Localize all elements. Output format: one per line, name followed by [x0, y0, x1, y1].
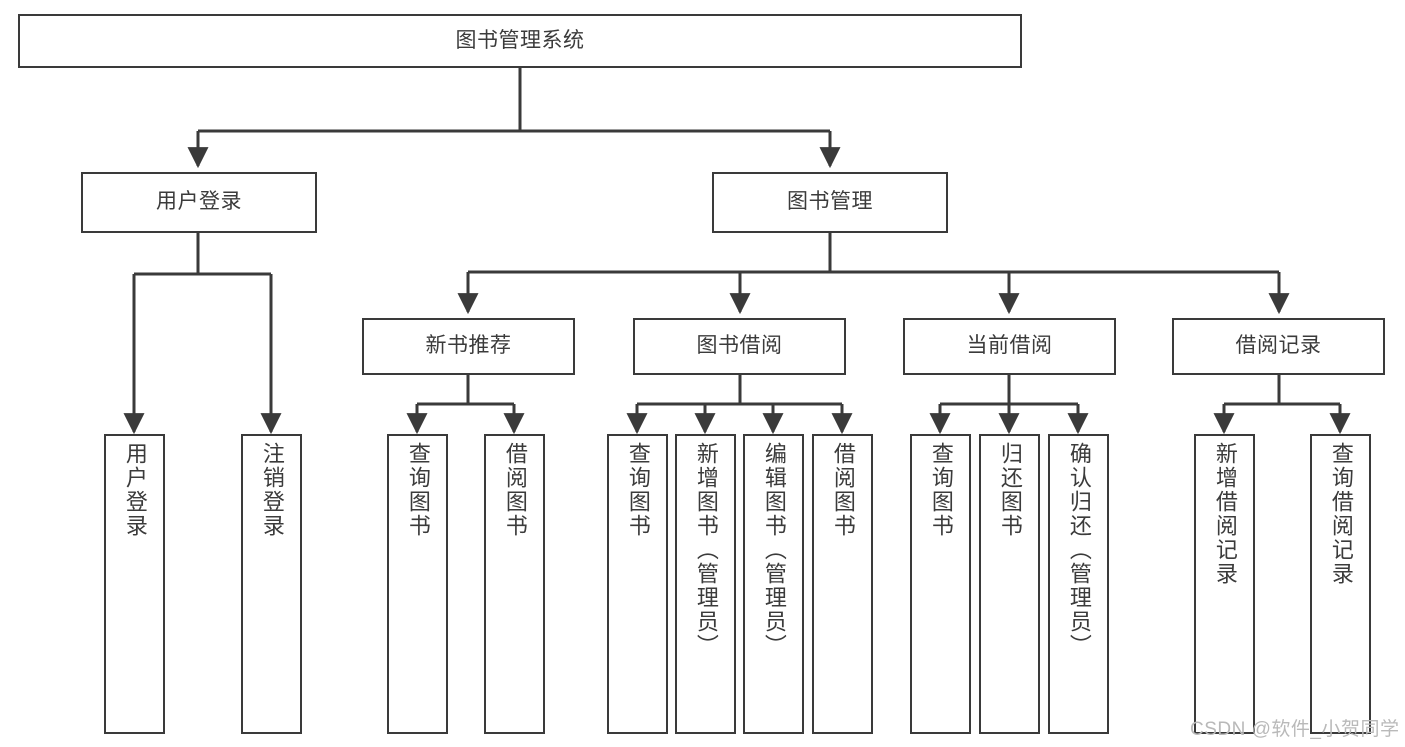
node-book-borrow[interactable]: 图书借阅 — [633, 318, 846, 375]
node-leaf-return-book[interactable]: 归还图书 — [979, 434, 1040, 734]
node-label: 归还图书 — [997, 442, 1023, 538]
watermark-text: CSDN @软件_小贺同学 — [1190, 719, 1400, 740]
node-label: 查询图书 — [928, 442, 954, 538]
node-leaf-add-record[interactable]: 新增借阅记录 — [1194, 434, 1255, 734]
node-book-manage[interactable]: 图书管理 — [712, 172, 948, 233]
node-label: 查询图书 — [405, 442, 431, 538]
node-user-login[interactable]: 用户登录 — [81, 172, 317, 233]
node-label: 用户登录 — [156, 190, 242, 214]
node-leaf-borrow-book-2[interactable]: 借阅图书 — [812, 434, 873, 734]
node-new-book-recommend[interactable]: 新书推荐 — [362, 318, 575, 375]
node-root-system[interactable]: 图书管理系统 — [18, 14, 1022, 68]
node-label: 新增图书（管理员） — [693, 442, 719, 658]
node-label: 查询借阅记录 — [1328, 442, 1354, 586]
node-label: 用户登录 — [122, 442, 148, 538]
node-label: 借阅图书 — [502, 442, 528, 538]
node-leaf-edit-book[interactable]: 编辑图书（管理员） — [743, 434, 804, 734]
node-leaf-user-login[interactable]: 用户登录 — [104, 434, 165, 734]
node-leaf-borrow-book-1[interactable]: 借阅图书 — [484, 434, 545, 734]
node-label: 当前借阅 — [966, 334, 1053, 358]
node-label: 借阅图书 — [830, 442, 856, 538]
node-label: 新书推荐 — [425, 334, 512, 358]
node-label: 编辑图书（管理员） — [761, 442, 787, 658]
node-label: 新增借阅记录 — [1212, 442, 1238, 586]
node-leaf-add-book[interactable]: 新增图书（管理员） — [675, 434, 736, 734]
node-label: 图书管理系统 — [455, 28, 585, 52]
node-leaf-logout-login[interactable]: 注销登录 — [241, 434, 302, 734]
node-label: 图书管理 — [787, 190, 873, 214]
node-label: 确认归还（管理员） — [1066, 442, 1092, 658]
node-label: 借阅记录 — [1235, 334, 1322, 358]
node-label: 查询图书 — [625, 442, 651, 538]
node-current-borrow[interactable]: 当前借阅 — [903, 318, 1116, 375]
node-borrow-record[interactable]: 借阅记录 — [1172, 318, 1385, 375]
node-leaf-query-book-2[interactable]: 查询图书 — [607, 434, 668, 734]
node-leaf-confirm-return[interactable]: 确认归还（管理员） — [1048, 434, 1109, 734]
node-leaf-query-book-3[interactable]: 查询图书 — [910, 434, 971, 734]
node-label: 图书借阅 — [696, 334, 783, 358]
node-leaf-query-record[interactable]: 查询借阅记录 — [1310, 434, 1371, 734]
node-label: 注销登录 — [259, 442, 285, 538]
node-leaf-query-book-1[interactable]: 查询图书 — [387, 434, 448, 734]
